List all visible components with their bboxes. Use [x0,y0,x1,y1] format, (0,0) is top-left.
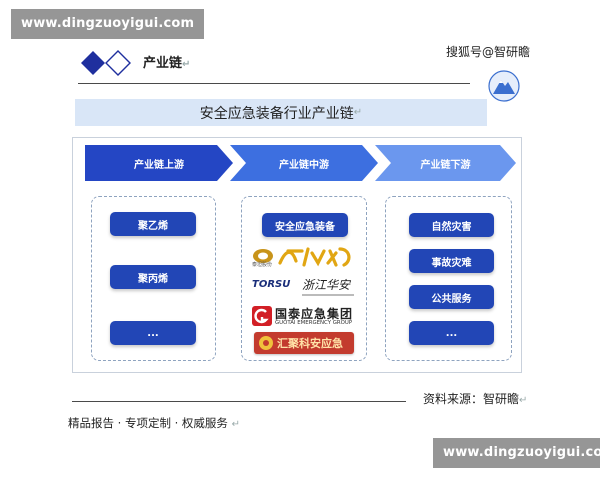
huaan-wordmark: 浙江华安 [302,278,351,292]
taitan-emblem-icon [253,249,273,263]
downstream-item: 自然灾害 [409,213,494,237]
diamond-logo-icon [81,50,131,76]
company-logo-torsu-huaan: TORSU 浙江华安 [252,276,356,300]
stage-upstream: 产业链上游 [85,145,233,181]
return-mark-icon: ↵ [231,419,240,430]
huiju-emblem-icon [259,336,273,350]
stage-midstream: 产业链中游 [230,145,378,181]
guotai-emblem-icon [252,306,272,326]
source-label-bottom: 资料来源：智研瞻↵ [423,392,528,406]
mountain-logo-icon [488,70,520,102]
guotai-wordmark: 国泰应急集团 [275,307,354,321]
huaan-subline [302,294,354,296]
upstream-item: 聚丙烯 [110,265,196,289]
torsu-wordmark: TORSU [252,279,291,290]
company-logo-taitan: 泰坦股份 [252,245,356,269]
company-logo-huiju: 汇聚科安应急 [254,332,354,354]
downstream-item: 事故灾难 [409,249,494,273]
taitan-wordmark-icon [278,247,351,267]
return-mark-icon: ↵ [353,107,363,118]
return-mark-icon: ↵ [182,59,191,70]
watermark-top: www.dingzuoyigui.com [11,9,205,39]
source-label-top: 搜狐号@智研瞻 [446,45,531,59]
watermark-bottom: www.dingzuoyigui.com [433,438,600,468]
stage-downstream: 产业链下游 [375,145,516,181]
upstream-item: ... [110,321,196,345]
taitan-subtext: 泰坦股份 [252,262,273,268]
huiju-wordmark: 汇聚科安应急 [277,337,343,350]
source-divider [72,401,406,402]
return-mark-icon: ↵ [519,395,528,406]
downstream-item: 公共服务 [409,285,494,309]
upstream-item: 聚乙烯 [110,212,196,236]
section-title: 产业链↵ [143,56,191,71]
footer-tagline: 精品报告 · 专项定制 · 权威服务 ↵ [68,416,240,430]
guotai-subtext: GUOTAI EMERGENCY GROUP [275,320,353,326]
chain-title: 安全应急装备行业产业链↵ [75,99,487,126]
company-logo-guotai: 国泰应急集团 GUOTAI EMERGENCY GROUP [252,305,356,329]
header-divider [78,83,470,84]
midstream-header: 安全应急装备 [262,213,348,237]
downstream-item: ... [409,321,494,345]
